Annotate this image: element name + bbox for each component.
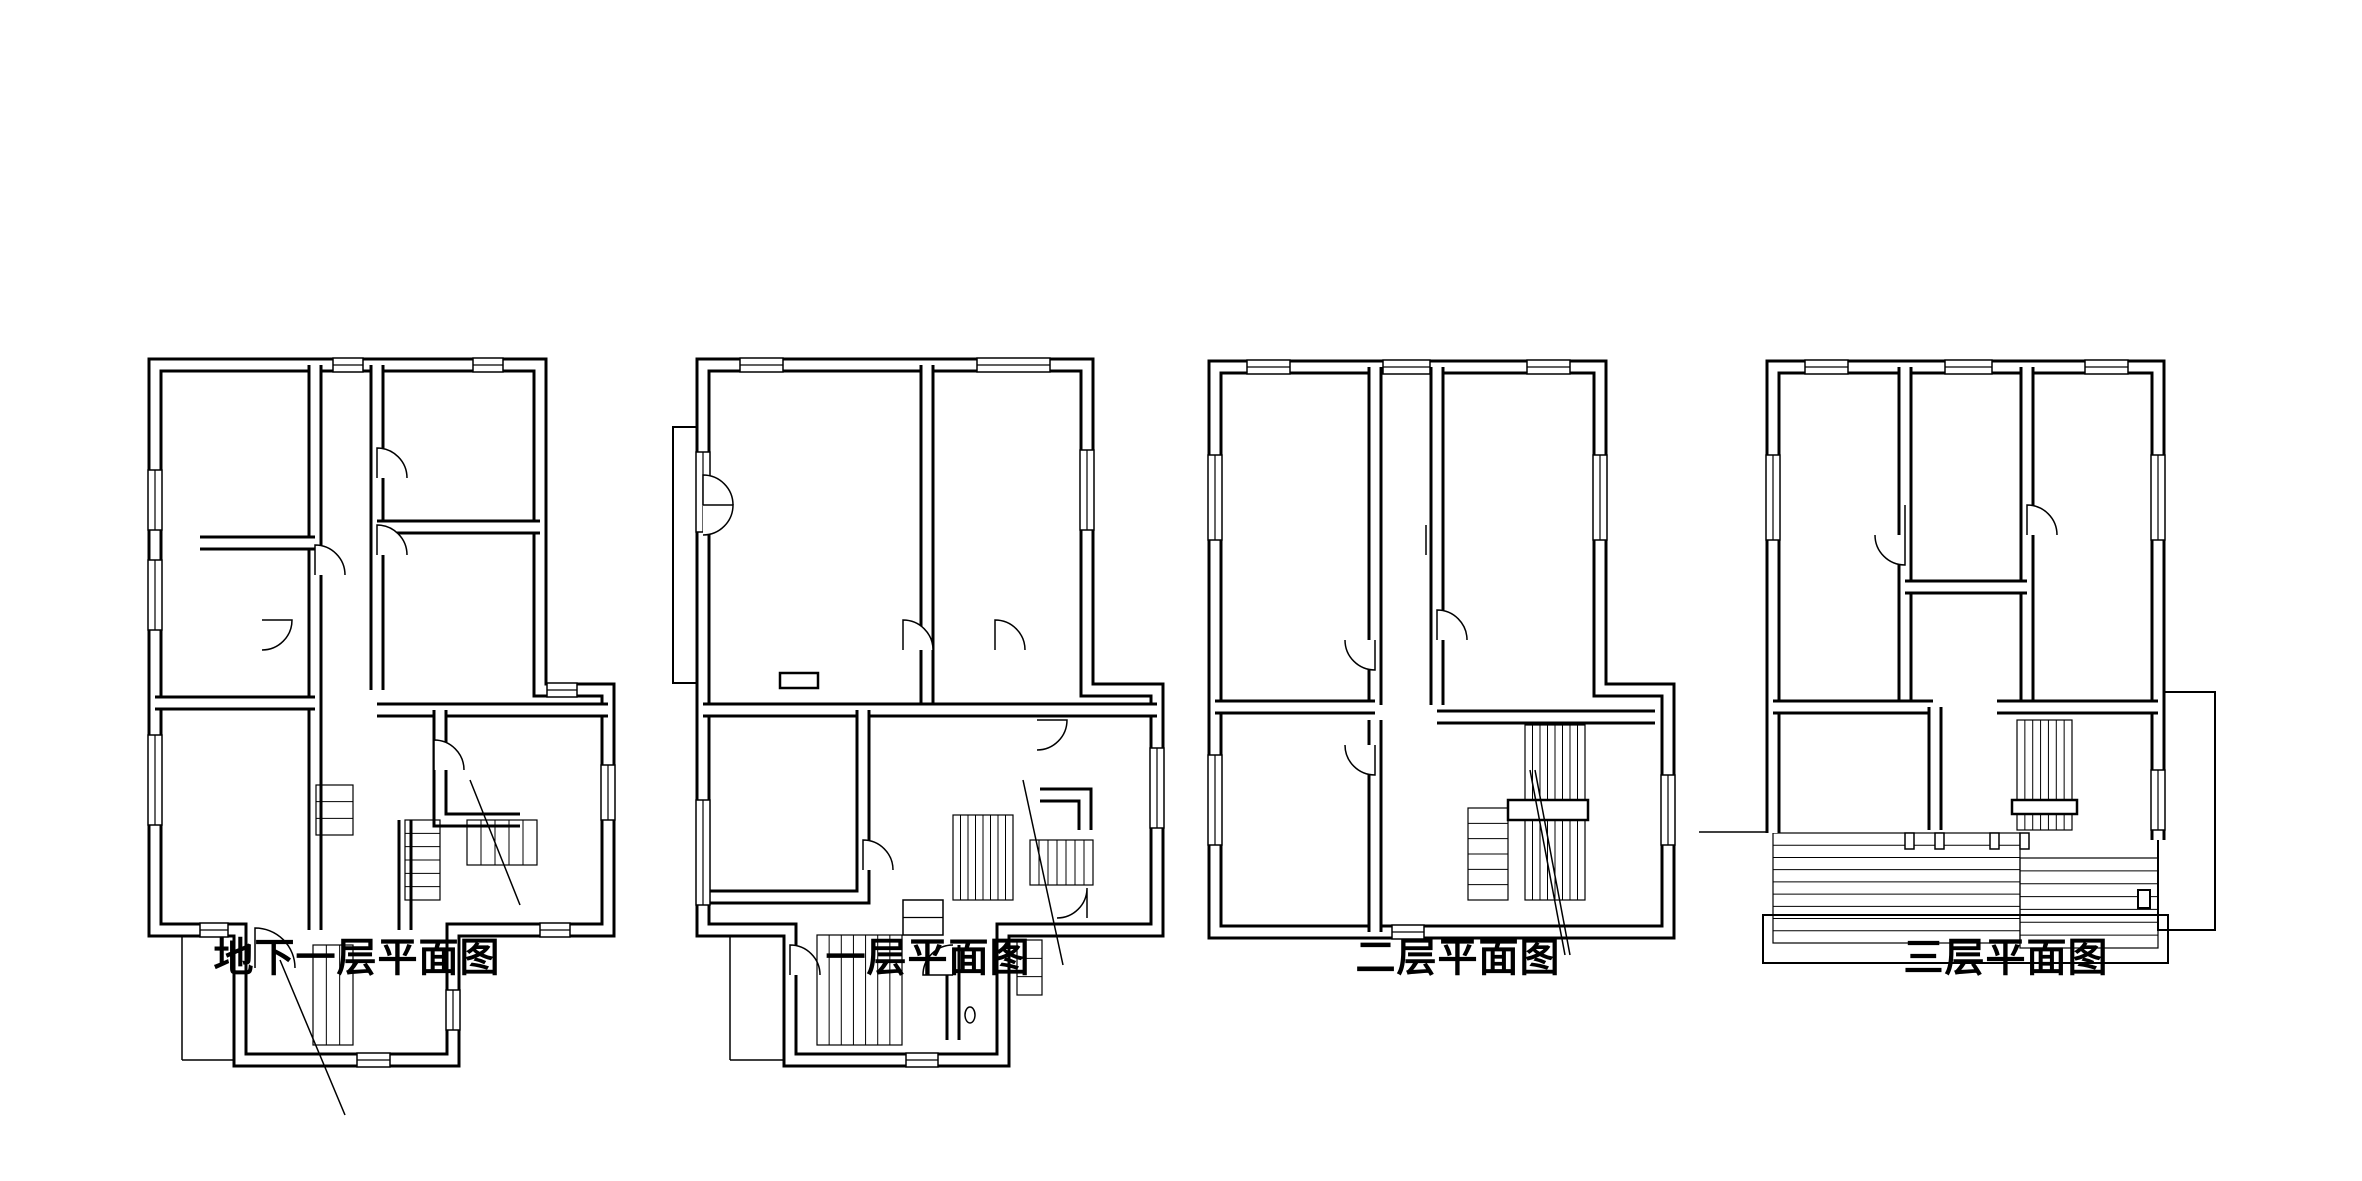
stair: [1029, 839, 1094, 886]
wall-fill: [698, 360, 1162, 1065]
wall-fill: [1768, 362, 2163, 840]
first-floor-plan: [672, 357, 1165, 1068]
door-swing: [702, 504, 734, 536]
balcony: [2157, 691, 2216, 931]
line: [469, 779, 521, 906]
door-swing: [1344, 744, 1376, 776]
line: [1529, 769, 1566, 956]
door-swing: [994, 619, 1026, 651]
line: [1534, 769, 1571, 956]
third-floor-plan: [1699, 359, 2216, 964]
door-swing: [922, 944, 954, 976]
stair: [816, 934, 903, 1046]
wall-fill: [1040, 790, 1090, 830]
landing: [1506, 798, 1590, 822]
basement-floor-plan: [147, 357, 616, 1116]
wall: [1765, 359, 2166, 840]
stair: [1016, 939, 1043, 996]
wall: [1040, 787, 1093, 830]
landing: [2010, 798, 2079, 816]
stair: [2019, 857, 2159, 949]
column: [1989, 832, 2000, 850]
line: [279, 959, 346, 1116]
wall-fill: [1210, 362, 1673, 937]
second-floor-plan-label: 二层平面图: [1355, 935, 1561, 981]
column: [1934, 832, 1945, 850]
door-swing: [376, 524, 408, 556]
line: [1022, 779, 1064, 966]
door-swing: [1436, 609, 1468, 641]
chimney: [2137, 889, 2151, 909]
door-swing: [1056, 887, 1088, 919]
door-swing: [261, 619, 293, 651]
terrace-edge: [1762, 914, 2169, 964]
stair: [466, 819, 538, 866]
third-floor-plan-label: 三层平面图: [1903, 935, 2109, 981]
stair: [315, 784, 354, 836]
stair: [312, 944, 354, 1046]
door-swing: [254, 927, 296, 969]
door-swing: [2026, 504, 2058, 536]
door-swing: [1036, 719, 1068, 751]
door-swing: [902, 619, 934, 651]
door-swing: [862, 839, 894, 871]
column: [1904, 832, 1915, 850]
door-swing: [1874, 534, 1906, 566]
wall-fill: [703, 710, 868, 902]
stair: [2016, 719, 2073, 831]
door-swing: [433, 739, 465, 771]
wall: [703, 710, 871, 905]
door-swing: [1344, 639, 1376, 671]
door-swing: [376, 447, 408, 479]
second-floor-plan: [1207, 359, 1676, 956]
column: [2019, 832, 2030, 850]
door-swing: [314, 544, 346, 576]
fireplace: [778, 671, 820, 690]
door-swing: [702, 474, 734, 506]
toilet: [964, 1006, 976, 1024]
basement-plan-label: 地下一层平面图: [213, 935, 501, 981]
first-floor-plan-label: 一层平面图: [825, 935, 1031, 981]
door-swing: [789, 944, 821, 976]
